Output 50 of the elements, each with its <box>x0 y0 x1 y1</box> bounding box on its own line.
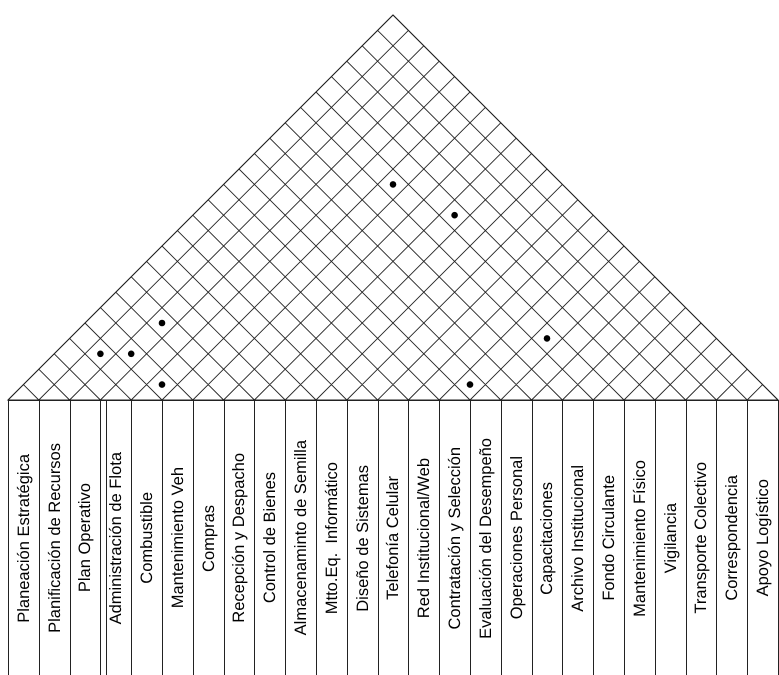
column-label: Mtto.Eq. Informático <box>322 462 341 614</box>
column-label: Correspondencia <box>723 475 742 601</box>
column-label: Telefonía Celular <box>384 476 403 600</box>
column-label: Contratación y Selección <box>446 446 464 630</box>
column-label: Mantenimiento Físico <box>630 460 649 616</box>
column-label: Planificación de Recursos <box>46 443 64 633</box>
header-column <box>285 400 316 675</box>
header-column <box>562 400 594 675</box>
column-label: Control de Bienes <box>261 472 280 604</box>
header-column <box>254 400 286 675</box>
header-column <box>131 400 162 675</box>
column-label: Almacenaminto de Semilla <box>292 440 310 636</box>
header-column <box>716 400 748 675</box>
header-column <box>316 400 347 675</box>
column-label: Transporte Colectivo <box>692 462 711 614</box>
column-label: Plan Operativo <box>76 483 95 593</box>
column-label: Combustible <box>138 492 156 584</box>
header-column <box>408 400 440 675</box>
header-column <box>346 400 378 675</box>
column-label: Recepción y Despacho <box>230 453 249 623</box>
column-label: Operaciones Personal <box>508 456 526 620</box>
column-label: Administración de Flota <box>107 452 126 624</box>
header-column <box>378 400 408 675</box>
column-label: Archivo Institucional <box>569 464 588 612</box>
header-column <box>439 400 470 675</box>
column-label: Evaluación del Desempeño <box>476 438 495 638</box>
header-column <box>747 400 779 675</box>
column-label: Compras <box>200 504 218 572</box>
header-column <box>500 400 532 675</box>
header-column <box>224 400 254 675</box>
column-label: Capacitaciones <box>538 482 557 594</box>
header-column <box>162 400 193 675</box>
column-label: Mantenimiento Veh <box>168 467 187 609</box>
column-label: Diseño de Sistemas <box>354 464 372 612</box>
header-column <box>654 400 686 675</box>
header-column <box>192 400 224 675</box>
column-label: Planeación Estratégica <box>14 454 33 622</box>
header-column <box>624 400 655 675</box>
header-column <box>686 400 716 675</box>
column-label: Vigilancia <box>662 502 680 574</box>
header-column <box>100 400 132 675</box>
header-column <box>532 400 562 675</box>
column-label: Apoyo Logístico <box>754 479 772 597</box>
header-column <box>70 400 100 675</box>
column-label: Fondo Circulante <box>600 475 618 601</box>
header-column <box>38 400 70 675</box>
column-label: Red Institucional/Web <box>415 458 434 618</box>
header-column <box>470 400 501 675</box>
header-column <box>593 400 624 675</box>
header-column <box>8 400 39 675</box>
